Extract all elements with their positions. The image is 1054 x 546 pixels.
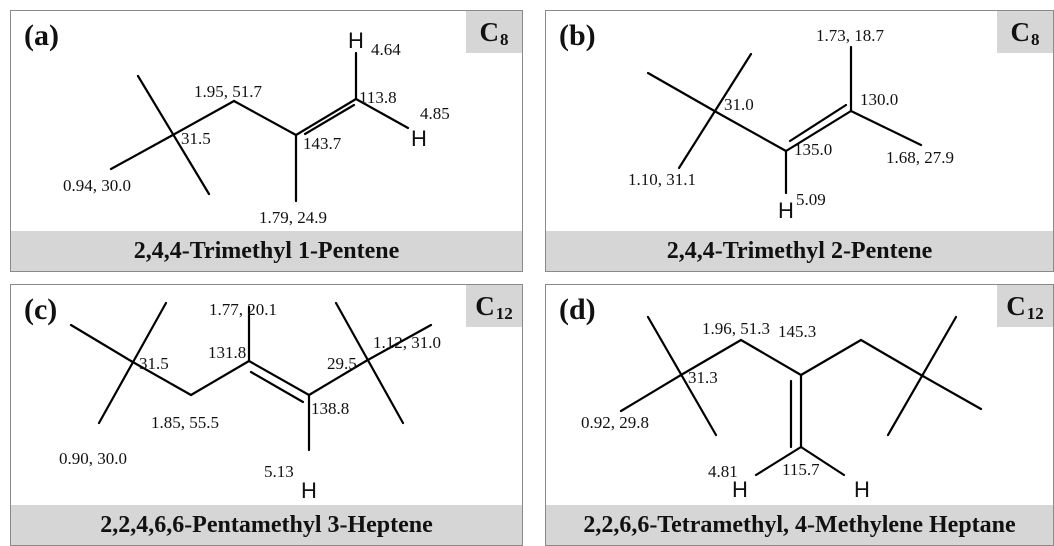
bond <box>232 99 298 137</box>
panel-letter: (a) <box>24 19 59 52</box>
panel-b: (b) C8 1.73, 18.7 31.0 130.0 1.10, 31.1 … <box>545 10 1054 272</box>
carbon-count-badge: C8 <box>997 11 1053 53</box>
panel-c: (c) C12 1.77, 20.1 1.12, 31.0 31.5 131.8… <box>10 284 523 546</box>
shift-label: 4.64 <box>371 40 401 59</box>
molecule-structure: 1.95, 51.7 31.5 0.94, 30.0 143.7 1.79, 2… <box>63 28 450 227</box>
compound-name: 2,2,6,6-Tetramethyl, 4-Methylene Heptane <box>546 505 1053 545</box>
bond <box>169 99 236 138</box>
shift-label: 31.0 <box>724 95 754 114</box>
bond <box>364 323 433 363</box>
shift-label: 29.5 <box>327 354 357 373</box>
compound-name: 2,4,4-Trimethyl 1-Pentene <box>11 231 522 271</box>
shift-label: 0.94, 30.0 <box>63 176 131 195</box>
shift-label: 143.7 <box>303 134 342 153</box>
bond <box>859 338 923 377</box>
carbon-count-badge: C12 <box>466 285 522 327</box>
shift-label: 1.96, 51.3 <box>702 319 770 338</box>
shift-label: 1.95, 51.7 <box>194 82 263 101</box>
bond <box>799 445 846 477</box>
carbon-subscript: 8 <box>500 30 509 49</box>
bond <box>619 373 683 413</box>
hydrogen-atom: H <box>348 28 364 53</box>
molecule-structure: 1.77, 20.1 1.12, 31.0 31.5 131.8 29.5 1.… <box>59 300 441 503</box>
shift-label: 1.77, 20.1 <box>209 300 277 319</box>
carbon-count-badge: C12 <box>997 285 1053 327</box>
shift-label: 135.0 <box>794 140 832 159</box>
carbon-symbol: C <box>1006 291 1026 321</box>
bond <box>307 359 368 397</box>
carbon-symbol: C <box>1010 17 1031 47</box>
bond <box>716 111 788 153</box>
double-bond <box>249 370 305 404</box>
shift-label: 1.73, 18.7 <box>816 26 885 45</box>
shift-label: 5.13 <box>264 462 294 481</box>
bond <box>849 109 923 147</box>
shift-label: 31.5 <box>139 354 169 373</box>
hydrogen-atom: H <box>854 477 870 502</box>
shift-label: 1.10, 31.1 <box>628 170 696 189</box>
bond <box>799 338 863 377</box>
shift-label: 0.90, 30.0 <box>59 449 127 468</box>
carbon-symbol: C <box>475 291 495 321</box>
shift-label: 4.85 <box>420 104 450 123</box>
carbon-subscript: 12 <box>495 304 513 323</box>
shift-label: 1.79, 24.9 <box>259 208 327 227</box>
shift-label: 1.85, 55.5 <box>151 413 219 432</box>
bond <box>677 52 753 170</box>
bond <box>294 97 358 137</box>
bond <box>646 71 720 115</box>
bond <box>679 338 743 377</box>
shift-label: 4.81 <box>708 462 738 481</box>
shift-label: 115.7 <box>782 460 820 479</box>
bond <box>646 315 718 437</box>
bond <box>919 373 983 411</box>
panel-letter: (d) <box>559 293 596 326</box>
hydrogen-atom: H <box>411 126 427 151</box>
carbon-subscript: 12 <box>1026 304 1044 323</box>
shift-label: 145.3 <box>778 322 816 341</box>
shift-label: 130.0 <box>860 90 898 109</box>
panel-letter: (b) <box>559 19 596 52</box>
hydrogen-atom: H <box>778 198 794 223</box>
shift-label: 31.3 <box>688 368 718 387</box>
carbon-symbol: C <box>479 17 500 47</box>
bond <box>189 359 251 397</box>
panel-a: (a) C8 1.95, 51.7 31.5 0.94, 30.0 143.7 … <box>10 10 523 272</box>
double-bond <box>303 103 356 136</box>
shift-label: 131.8 <box>208 343 246 362</box>
molecule-structure: 1.96, 51.3 145.3 31.3 0.92, 29.8 4.81 11… <box>581 315 983 502</box>
shift-label: 113.8 <box>359 88 397 107</box>
panel-letter: (c) <box>24 293 58 326</box>
panel-d: (d) C12 1.96, 51.3 145.3 31.3 0.92, 29.8… <box>545 284 1054 546</box>
shift-label: 31.5 <box>181 129 211 148</box>
shift-label: 138.8 <box>311 399 349 418</box>
bond <box>129 359 193 397</box>
shift-label: 0.92, 29.8 <box>581 413 649 432</box>
bond <box>109 134 173 171</box>
carbon-subscript: 8 <box>1031 30 1040 49</box>
bond <box>739 338 803 377</box>
bond <box>354 97 410 130</box>
double-bond <box>788 103 848 143</box>
shift-label: 5.09 <box>796 190 826 209</box>
bond <box>334 301 405 425</box>
compound-name: 2,4,4-Trimethyl 2-Pentene <box>546 231 1053 271</box>
hydrogen-atom: H <box>301 478 317 503</box>
shift-label: 1.68, 27.9 <box>886 148 954 167</box>
compound-name: 2,2,4,6,6-Pentamethyl 3-Heptene <box>11 505 522 545</box>
bond <box>247 359 311 397</box>
bond <box>754 445 803 477</box>
hydrogen-atom: H <box>732 477 748 502</box>
shift-label: 1.12, 31.0 <box>373 333 441 352</box>
bond <box>784 109 853 153</box>
bond <box>69 323 133 363</box>
carbon-count-badge: C8 <box>466 11 522 53</box>
molecule-structure: 1.73, 18.7 31.0 130.0 1.10, 31.1 135.0 1… <box>628 26 954 223</box>
